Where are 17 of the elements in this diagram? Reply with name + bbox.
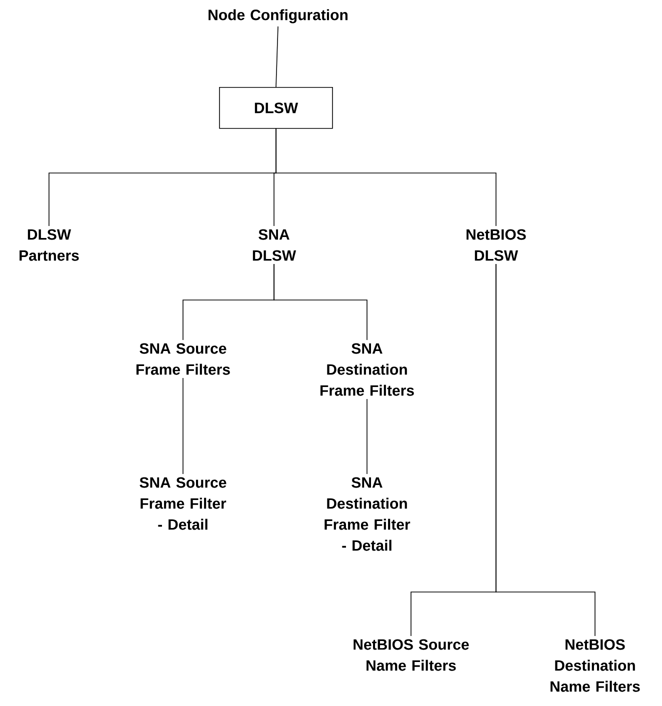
connector-line [276, 26, 278, 88]
heading-text: Node Configuration [208, 9, 348, 24]
node-label: NetBIOS Destination Name Filters [550, 639, 640, 692]
node-label: SNA Destination Frame Filters [320, 343, 414, 396]
connector-line [496, 264, 596, 636]
node-label: SNA Destination Frame Filter - Detail [324, 477, 410, 551]
node-label: DLSW Partners [20, 229, 79, 261]
connector-line [366, 398, 368, 474]
node-label: SNA DLSW [252, 229, 296, 261]
connector-line [182, 378, 184, 474]
node-label: NetBIOS Source Name Filters [354, 639, 469, 671]
connector-line [276, 128, 496, 226]
node-label: SNA Source Frame Filter - Detail [140, 477, 226, 530]
connector-line [274, 264, 368, 340]
node-label: NetBIOS DLSW [466, 229, 526, 261]
node-label: SNA Source Frame Filters [136, 343, 230, 375]
process-box: DLSW [219, 87, 333, 129]
